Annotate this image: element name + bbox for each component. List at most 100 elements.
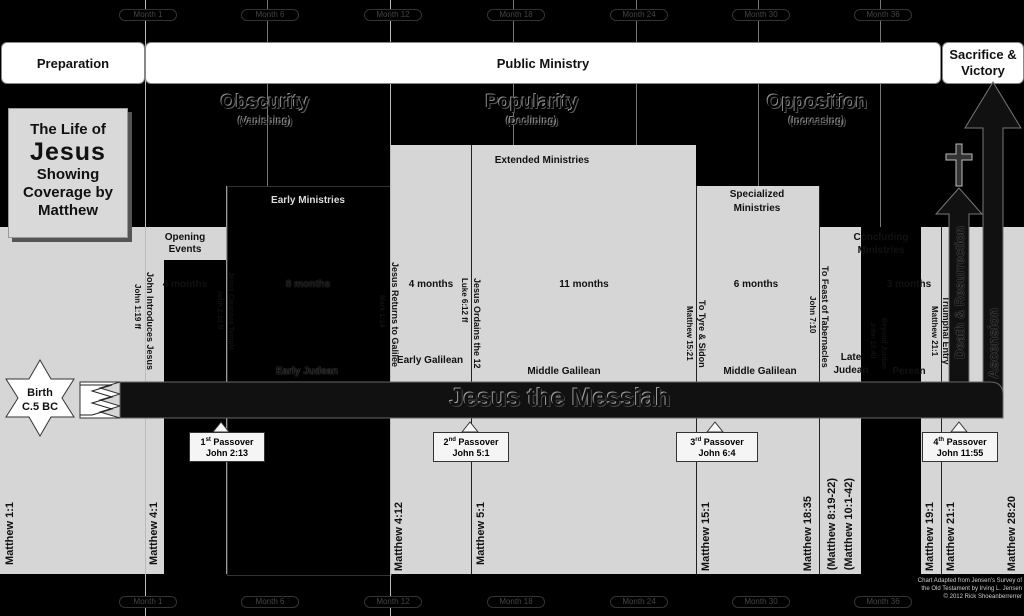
matthew-ref-3: Matthew 4:12	[393, 502, 405, 572]
era-popularity: Popularity	[485, 92, 579, 113]
matthew-ref-4: Matthew 5:1	[475, 502, 487, 565]
era-popularity-sub: (Declining)	[506, 116, 558, 127]
passover-text: Passover	[213, 437, 254, 447]
phase-preparation-label: Preparation	[36, 55, 110, 71]
month-gridline	[758, 0, 759, 186]
messiah-bar	[119, 381, 1004, 419]
event-tyre-sidon: To Tyre & Sidon	[697, 300, 707, 368]
matthew-ref-10: Matthew 28:20	[1006, 496, 1018, 572]
era-obscurity-sub: (Vanishing)	[238, 116, 292, 127]
ministry-concluding: Concluding Ministries	[853, 232, 909, 256]
passover-3: 3rd Passover John 6:4	[676, 432, 758, 462]
month-label: Month 18	[487, 596, 545, 608]
month-label: Month 36	[854, 596, 912, 608]
birth-line-2: C.5 BC	[21, 401, 59, 413]
passover-ref: John 5:1	[452, 448, 490, 458]
matthew-ref-8: Matthew 19:1	[924, 502, 936, 572]
matthew-ref-7a: (Matthew 10:1-42)	[843, 478, 855, 571]
passover-text: Passover	[703, 437, 744, 447]
region-middle-galilean-2: Middle Galilean	[723, 366, 797, 377]
title-line-5: Matthew	[38, 202, 98, 219]
messiah-label: Jesus the Messiah	[449, 384, 671, 412]
passover-sup: th	[938, 437, 945, 443]
birth-label: Birth C.5 BC	[6, 386, 74, 414]
title-line-3: Showing	[36, 166, 100, 183]
event-matthew-21-1-top: Matthew 21:1	[930, 306, 939, 357]
credits-line-1: Chart Adapted from Jensen's Survey of	[917, 578, 1022, 584]
event-ordains-12: Jesus Ordains the 12	[472, 278, 482, 369]
phase-sacrifice: Sacrifice & Victory	[942, 42, 1024, 84]
region-late-judean: Late Judean	[833, 352, 869, 376]
death-resurrection-label: Death & Resurrection	[952, 226, 967, 359]
event-triumphal-entry: Triumphal Entry	[941, 296, 951, 365]
divider	[819, 186, 820, 574]
event-cleanses-temple-ref: John 2:13 ff	[216, 290, 223, 330]
region-perean: Perean	[892, 366, 926, 377]
ministry-opening: Opening Events	[164, 232, 206, 255]
ministry-specialized: Specialized Ministries	[729, 189, 785, 214]
credits-line-2: the Old Testament by Irving L. Jensen	[921, 586, 1022, 592]
duration-3: 4 months	[408, 279, 454, 290]
passover-sup: rd	[695, 437, 702, 443]
duration-1: 4 months	[162, 279, 208, 290]
duration-2: 8 months	[285, 279, 331, 290]
divider	[696, 186, 697, 574]
passover-ref: John 2:13	[205, 448, 248, 458]
ministry-early: Early Ministries	[271, 195, 345, 206]
matthew-ref-2: Matthew 4:1	[148, 502, 160, 565]
cross-icon	[945, 143, 973, 187]
region-early-galilean: Early Galilean	[396, 355, 464, 366]
matthew-ref-5: Matthew 15:1	[700, 502, 712, 572]
duration-6: 3 months	[886, 279, 932, 290]
month-label: Month 24	[610, 596, 668, 608]
event-returns-galilee: Jesus Returns to Galilee	[390, 262, 400, 368]
credits-line-3: © 2012 Rick Shoeanberrerrer	[943, 594, 1022, 600]
region-early-judean: Early Judean	[275, 366, 339, 377]
event-john-introduces: John Introduces Jesus	[145, 272, 155, 371]
passover-1: 1st Passover John 2:13	[189, 432, 265, 462]
month-label: Month 18	[487, 9, 545, 21]
month-gridline	[267, 0, 268, 186]
credits: Chart Adapted from Jensen's Survey of th…	[880, 577, 1022, 601]
passover-ord: 1	[200, 437, 206, 447]
month-gridline	[390, 0, 391, 616]
region-extended-ministries	[390, 145, 696, 574]
duration-4: 11 months	[559, 279, 609, 290]
event-returns-galilee-ref: Mark 1:14	[378, 295, 385, 328]
passover-ref: John 11:55	[936, 448, 984, 458]
birth-line-1: Birth	[27, 387, 53, 399]
birth-star	[5, 359, 75, 437]
region-middle-galilean-1: Middle Galilean	[527, 366, 601, 377]
ascension-arrow	[964, 81, 1022, 416]
passover-sup: st	[205, 437, 211, 443]
matthew-ref-6: Matthew 18:35	[802, 496, 814, 572]
event-tabernacles: To Feast of Tabernacles	[820, 266, 830, 368]
month-label: Month 24	[610, 9, 668, 21]
month-label: Month 30	[732, 596, 790, 608]
title-line-2: Jesus	[30, 138, 106, 166]
event-tyre-sidon-ref: Matthew 15:21	[685, 306, 694, 361]
event-ordains-12-ref: Luke 6:12 ff	[460, 278, 469, 323]
month-label: Month 6	[241, 9, 299, 21]
month-gridline	[880, 0, 881, 227]
era-opposition: Opposition	[766, 92, 868, 113]
era-opposition-sub: (Increasing)	[788, 116, 846, 127]
month-label: Month 30	[732, 9, 790, 21]
passover-text: Passover	[458, 437, 499, 447]
phase-public-ministry: Public Ministry	[145, 42, 941, 84]
era-obscurity: Obscurity	[220, 92, 310, 113]
divider	[226, 186, 227, 574]
event-tabernacles-ref: John 7:10	[808, 296, 817, 334]
month-label: Month 1	[119, 9, 177, 21]
title-box: The Life of Jesus Showing Coverage by Ma…	[8, 108, 128, 238]
matthew-ref-7b: (Matthew 8:19-22)	[826, 478, 838, 571]
month-label: Month 12	[364, 9, 422, 21]
region-early-ministries	[227, 186, 392, 576]
death-arrow	[934, 187, 984, 391]
event-john-introduces-ref: John 1:19 ff	[133, 284, 142, 329]
passover-4: 4th Passover John 11:55	[922, 432, 998, 462]
duration-5: 6 months	[733, 279, 779, 290]
phase-sacrifice-label: Sacrifice & Victory	[949, 47, 1017, 78]
passover-sup: nd	[448, 437, 456, 443]
